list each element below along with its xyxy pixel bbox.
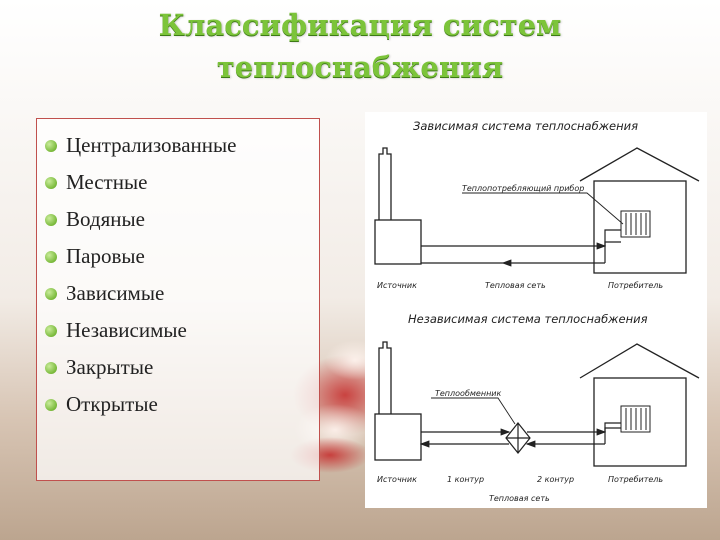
bullet-icon — [45, 324, 57, 337]
heating-system-diagram: Зависимая система теплоснабжения Теплопо… — [365, 112, 707, 508]
list-item: Местные — [45, 164, 319, 201]
list-item: Независимые — [45, 312, 319, 349]
dependent-title: Зависимая система теплоснабжения — [413, 119, 638, 133]
bullet-icon — [45, 139, 57, 152]
bullet-icon — [45, 213, 57, 226]
dependent-radiator-icon — [620, 210, 651, 238]
independent-network-label: Тепловая сеть — [489, 494, 550, 503]
loop1-label: 1 контур — [447, 475, 484, 484]
dependent-source-label: Источник — [377, 281, 417, 290]
heat-exchanger-icon — [505, 422, 531, 454]
exchanger-leader-line — [431, 397, 516, 425]
bullet-icon — [45, 398, 57, 411]
list-item-label: Зависимые — [66, 281, 165, 305]
list-item: Зависимые — [45, 275, 319, 312]
independent-pipes — [419, 422, 621, 448]
list-item: Централизованные — [45, 127, 319, 164]
bullet-icon — [45, 361, 57, 374]
device-label: Теплопотребляющий прибор — [462, 184, 584, 193]
bullet-icon — [45, 176, 57, 189]
independent-radiator-icon — [620, 405, 651, 433]
independent-source-building — [374, 341, 422, 461]
dependent-source-building — [374, 147, 422, 265]
list-item-label: Местные — [66, 170, 148, 194]
list-item-label: Водяные — [66, 207, 145, 231]
bullet-icon — [45, 250, 57, 263]
list-item: Паровые — [45, 238, 319, 275]
independent-consumer-house — [579, 343, 700, 467]
device-leader-line — [462, 192, 624, 225]
loop2-label: 2 контур — [537, 475, 574, 484]
bullet-panel: Централизованные Местные Водяные Паровые… — [36, 118, 320, 481]
independent-source-label: Источник — [377, 475, 417, 484]
dependent-consumer-label: Потребитель — [608, 281, 663, 290]
list-item-label: Независимые — [66, 318, 187, 342]
list-item: Закрытые — [45, 349, 319, 386]
list-item-label: Централизованные — [66, 133, 237, 157]
list-item-label: Паровые — [66, 244, 145, 268]
dependent-network-label: Тепловая сеть — [485, 281, 546, 290]
bullet-list: Централизованные Местные Водяные Паровые… — [37, 119, 319, 423]
title-line-2: теплоснабжения — [216, 50, 504, 84]
list-item: Водяные — [45, 201, 319, 238]
exchanger-label: Теплообменник — [435, 389, 501, 398]
list-item-label: Открытые — [66, 392, 158, 416]
bullet-icon — [45, 287, 57, 300]
dependent-pipes — [421, 229, 621, 267]
list-item-label: Закрытые — [66, 355, 154, 379]
independent-title: Независимая система теплоснабжения — [408, 312, 648, 326]
independent-consumer-label: Потребитель — [608, 475, 663, 484]
list-item: Открытые — [45, 386, 319, 423]
title-line-1: Классификация систем — [158, 8, 562, 42]
dependent-consumer-house — [579, 147, 700, 274]
slide-title: Классификация систем теплоснабжения — [100, 4, 620, 88]
